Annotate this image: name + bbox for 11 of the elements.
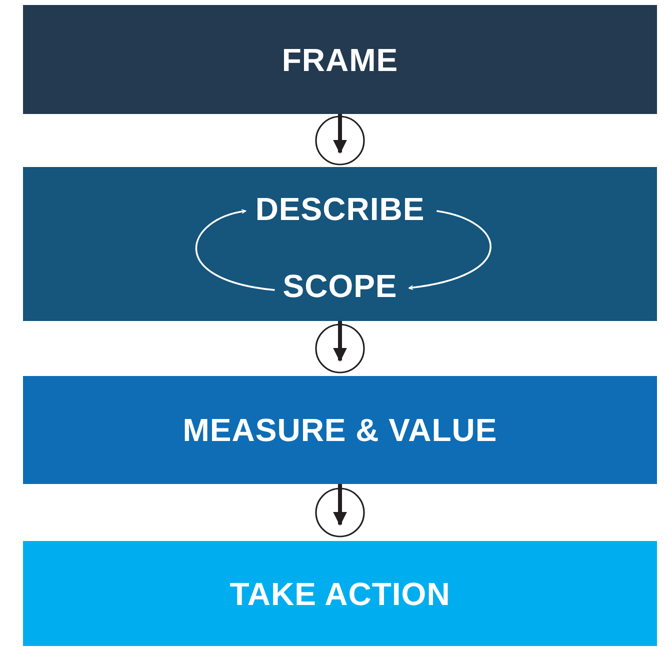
circled-down-arrow <box>315 484 365 538</box>
cycle-arrow <box>408 210 492 290</box>
circled-down-arrow <box>315 321 365 374</box>
circled-down-arrow <box>315 114 365 166</box>
stage-label: SCOPE <box>23 266 657 306</box>
stage-box: TAKE ACTION <box>23 541 657 646</box>
stage-box <box>23 167 657 321</box>
stage-label: DESCRIBE <box>23 189 657 229</box>
cycle-arrow <box>195 209 275 291</box>
stage-box: MEASURE & VALUE <box>23 376 657 484</box>
stage-box: FRAME <box>23 5 657 114</box>
